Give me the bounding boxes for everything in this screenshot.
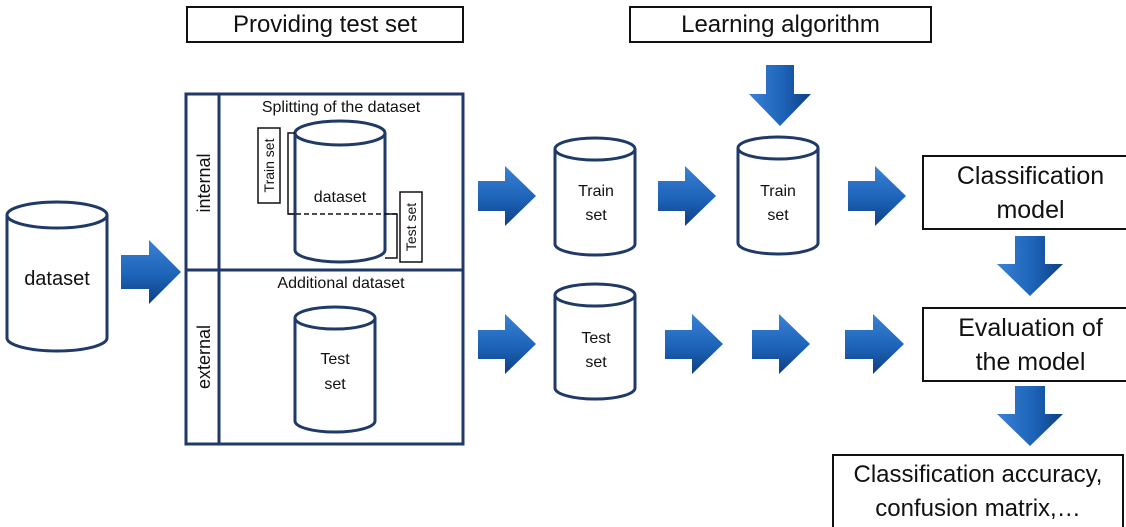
arrow-test-1: [665, 314, 723, 374]
inner-dataset-label: dataset: [314, 189, 367, 206]
test-set-panel: internal external Splitting of the datas…: [184, 92, 465, 446]
arrow-panel-to-test: [478, 314, 536, 374]
algorithm-train-line1: Train: [760, 183, 796, 200]
source-dataset-cylinder: dataset: [5, 200, 109, 353]
train-set-tag-label: Train set: [261, 138, 277, 192]
arrow-algorithm-down: [749, 65, 811, 126]
learning-algorithm-header: Learning algorithm: [629, 6, 932, 43]
train-set-cylinder: Train set: [553, 136, 637, 257]
test-set-bracket: [385, 213, 398, 259]
source-dataset-label: dataset: [24, 268, 90, 290]
algorithm-train-cylinder: Train set: [736, 135, 820, 256]
inner-dataset-cylinder: dataset: [293, 119, 387, 264]
train-set-tag: Train set: [257, 127, 281, 204]
arrow-evaluation-to-results: [997, 386, 1063, 446]
train-set-bracket: [287, 132, 295, 215]
additional-test-cylinder: Test set: [293, 305, 377, 434]
train-set-line2: set: [585, 207, 607, 224]
algorithm-train-line2: set: [767, 207, 789, 224]
train-set-line1: Train: [578, 183, 614, 200]
arrow-model-to-evaluation: [997, 236, 1063, 296]
test-set-line2: set: [585, 354, 607, 371]
external-label: external: [194, 325, 214, 389]
results-box: Classification accuracy, confusion matri…: [832, 454, 1124, 527]
test-set-cylinder: Test set: [553, 282, 637, 401]
arrow-test-2: [752, 314, 810, 374]
additional-test-line2: set: [324, 376, 346, 393]
arrow-train-to-algorithm: [658, 166, 716, 226]
test-set-tag: Test set: [399, 191, 423, 263]
arrow-dataset-to-panel: [121, 240, 181, 304]
arrow-test-to-evaluation: [845, 314, 904, 374]
splitting-title: Splitting of the dataset: [262, 99, 421, 116]
classification-model-box: Classification model: [922, 155, 1126, 230]
additional-dataset-title: Additional dataset: [277, 275, 405, 292]
providing-test-set-header: Providing test set: [186, 6, 464, 43]
test-set-line1: Test: [581, 330, 611, 347]
additional-test-line1: Test: [320, 351, 350, 368]
arrow-panel-to-train: [478, 166, 536, 226]
evaluation-box: Evaluation of the model: [922, 307, 1126, 382]
internal-label: internal: [194, 153, 214, 212]
test-set-tag-label: Test set: [403, 203, 419, 251]
arrow-train-to-model: [848, 166, 906, 226]
